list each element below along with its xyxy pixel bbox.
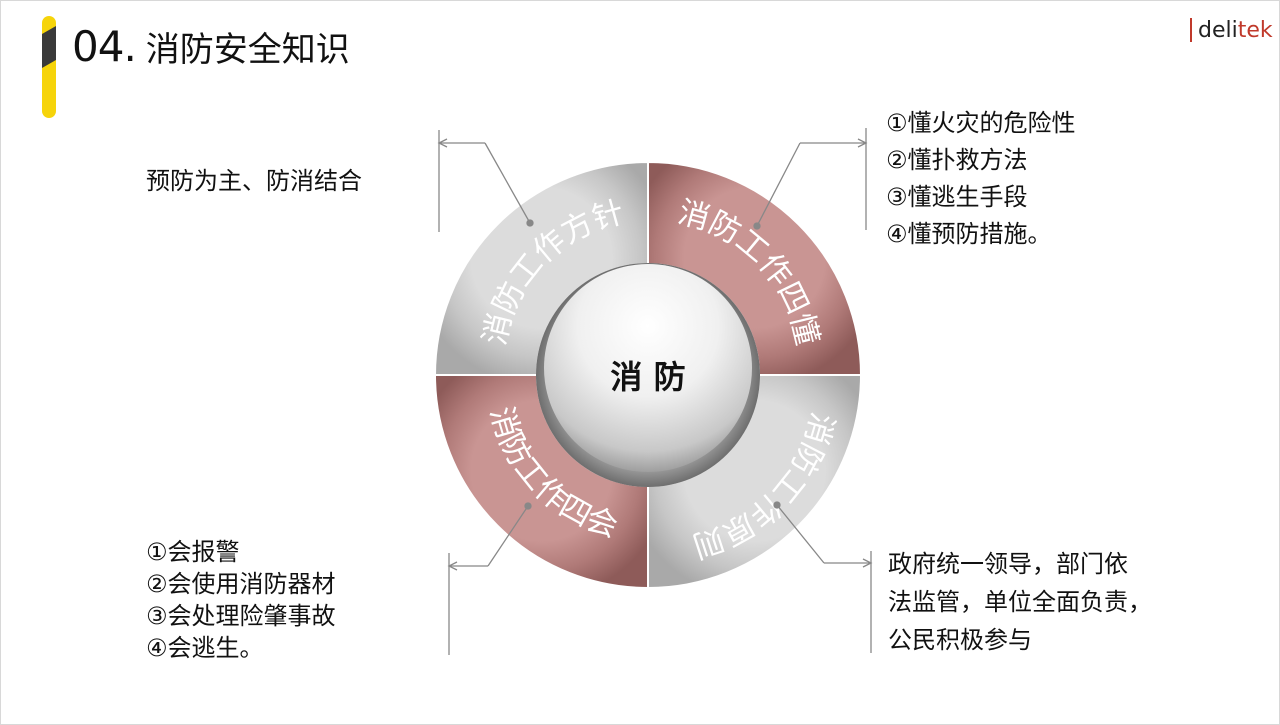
logo-text-tek: tek (1237, 17, 1273, 43)
note-bottom-left: ①会报警 ②会使用消防器材 ③会处理险肇事故 ④会逃生。 (146, 536, 336, 664)
note-line: ③懂逃生手段 (886, 183, 1028, 211)
note-line: 公民积极参与 (888, 626, 1032, 654)
accent-bar (42, 16, 56, 118)
note-line: ④懂预防措施。 (886, 220, 1052, 248)
note-line: ①会报警 (146, 538, 240, 566)
callout-bottom-right (773, 501, 873, 653)
center-label: 消 防 (610, 358, 685, 396)
note-line: ③会处理险肇事故 (146, 602, 336, 630)
note-top-left: 预防为主、防消结合 (146, 163, 362, 200)
note-line: 政府统一领导，部门依 (888, 550, 1128, 578)
note-line: 法监管，单位全面负责， (888, 588, 1152, 616)
note-top-right: ①懂火灾的危险性 ②懂扑救方法 ③懂逃生手段 ④懂预防措施。 (886, 105, 1076, 253)
note-bottom-right: 政府统一领导，部门依 法监管，单位全面负责， 公民积极参与 (888, 545, 1152, 659)
note-line: ④会逃生。 (146, 634, 264, 662)
callout-top-right (753, 128, 868, 230)
logo-text-deli: deli (1198, 17, 1238, 43)
note-line: ②懂扑救方法 (886, 146, 1028, 174)
callout-bottom-left (447, 502, 532, 655)
note-line: ②会使用消防器材 (146, 570, 336, 598)
section-title: 消防安全知识 (145, 30, 350, 70)
callout-top-left (437, 130, 534, 232)
note-line: ①懂火灾的危险性 (886, 109, 1076, 137)
center-sphere (544, 264, 752, 472)
section-number: 04. (72, 22, 137, 71)
page-title: 04. 消防安全知识 (72, 22, 350, 78)
note-line: 预防为主、防消结合 (146, 167, 362, 195)
